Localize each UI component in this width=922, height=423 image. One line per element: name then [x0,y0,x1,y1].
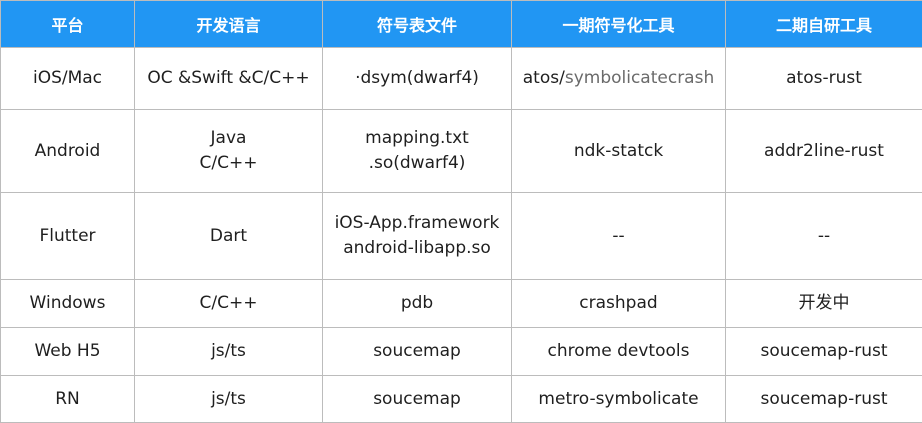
platform-cell: Flutter [0,192,135,280]
language-line: Dart [209,225,248,246]
symbol-file-line: android-libapp.so [343,238,491,258]
symbol-file-cell: pdb [322,279,512,328]
symbol-file-line: soucemap [373,388,461,409]
phase1-tool-main: ndk-statck [573,140,664,161]
table-row: Windows C/C++ pdb crashpad 开发中 [0,279,922,328]
symbol-file-cell: mapping.txt .so(dwarf4) [322,109,512,193]
phase2-tool-cell: addr2line-rust [725,109,922,193]
symbol-file-cell: soucemap [322,375,512,423]
symbol-file-line: mapping.txt [365,128,469,148]
phase1-tool-muted: symbolicatecrash [564,68,715,88]
phase1-tool-cell: chrome devtools [511,327,726,376]
phase1-tool-main: atos/ [522,68,565,88]
phase1-tool-main: metro-symbolicate [538,388,699,409]
phase1-tool-main: chrome devtools [547,341,690,361]
language-line: js/ts [211,388,246,409]
symbol-file-line: pdb [400,293,434,313]
table-row: RN js/ts soucemap metro-symbolicate souc… [0,375,922,423]
language-cell: js/ts [134,375,323,423]
language-line: OC &Swift &C/C++ [147,68,310,88]
phase2-tool-cell: soucemap-rust [725,375,922,423]
phase1-tool-main: crashpad [579,293,658,313]
language-line: js/ts [211,341,246,361]
platform-cell: Web H5 [0,327,135,376]
phase1-tool-cell: ndk-statck [511,109,726,193]
phase1-tool-cell: -- [511,192,726,280]
platform-cell: Windows [0,279,135,328]
header-phase2-tool: 二期自研工具 [725,0,922,48]
table-row: Web H5 js/ts soucemap chrome devtools so… [0,327,922,376]
symbol-file-line: .so(dwarf4) [368,153,466,173]
symbol-file-line: soucemap [373,341,461,361]
phase2-tool-cell: soucemap-rust [725,327,922,376]
header-language: 开发语言 [134,0,323,48]
language-cell: C/C++ [134,279,323,328]
phase1-tool-main: -- [612,225,625,246]
platform-cell: iOS/Mac [0,47,135,110]
platform-cell: Android [0,109,135,193]
table-row: Flutter Dart iOS-App.framework android-l… [0,192,922,280]
header-platform: 平台 [0,0,135,48]
platform-cell: RN [0,375,135,423]
symbol-file-cell: iOS-App.framework android-libapp.so [322,192,512,280]
table-row: iOS/Mac OC &Swift &C/C++ ·dsym(dwarf4) a… [0,47,922,110]
language-cell: Dart [134,192,323,280]
header-row: 平台 开发语言 符号表文件 一期符号化工具 二期自研工具 [0,0,922,48]
phase1-tool-cell: crashpad [511,279,726,328]
phase2-tool-cell: -- [725,192,922,280]
symbol-file-line: iOS-App.framework [334,213,500,233]
phase2-tool-cell: 开发中 [725,279,922,328]
language-cell: js/ts [134,327,323,376]
symbol-file-cell: ·dsym(dwarf4) [322,47,512,110]
language-line: C/C++ [199,293,258,313]
language-line: Java [210,128,247,148]
language-cell: Java C/C++ [134,109,323,193]
symbol-file-cell: soucemap [322,327,512,376]
table-row: Android Java C/C++ mapping.txt .so(dwarf… [0,109,922,193]
header-symbol-file: 符号表文件 [322,0,512,48]
phase1-tool-cell: metro-symbolicate [511,375,726,423]
phase2-tool-cell: atos-rust [725,47,922,110]
symbol-file-line: ·dsym(dwarf4) [355,68,479,88]
header-phase1-tool: 一期符号化工具 [511,0,726,48]
phase1-tool-cell: atos/symbolicatecrash [511,47,726,110]
language-line: C/C++ [199,153,258,173]
language-cell: OC &Swift &C/C++ [134,47,323,110]
